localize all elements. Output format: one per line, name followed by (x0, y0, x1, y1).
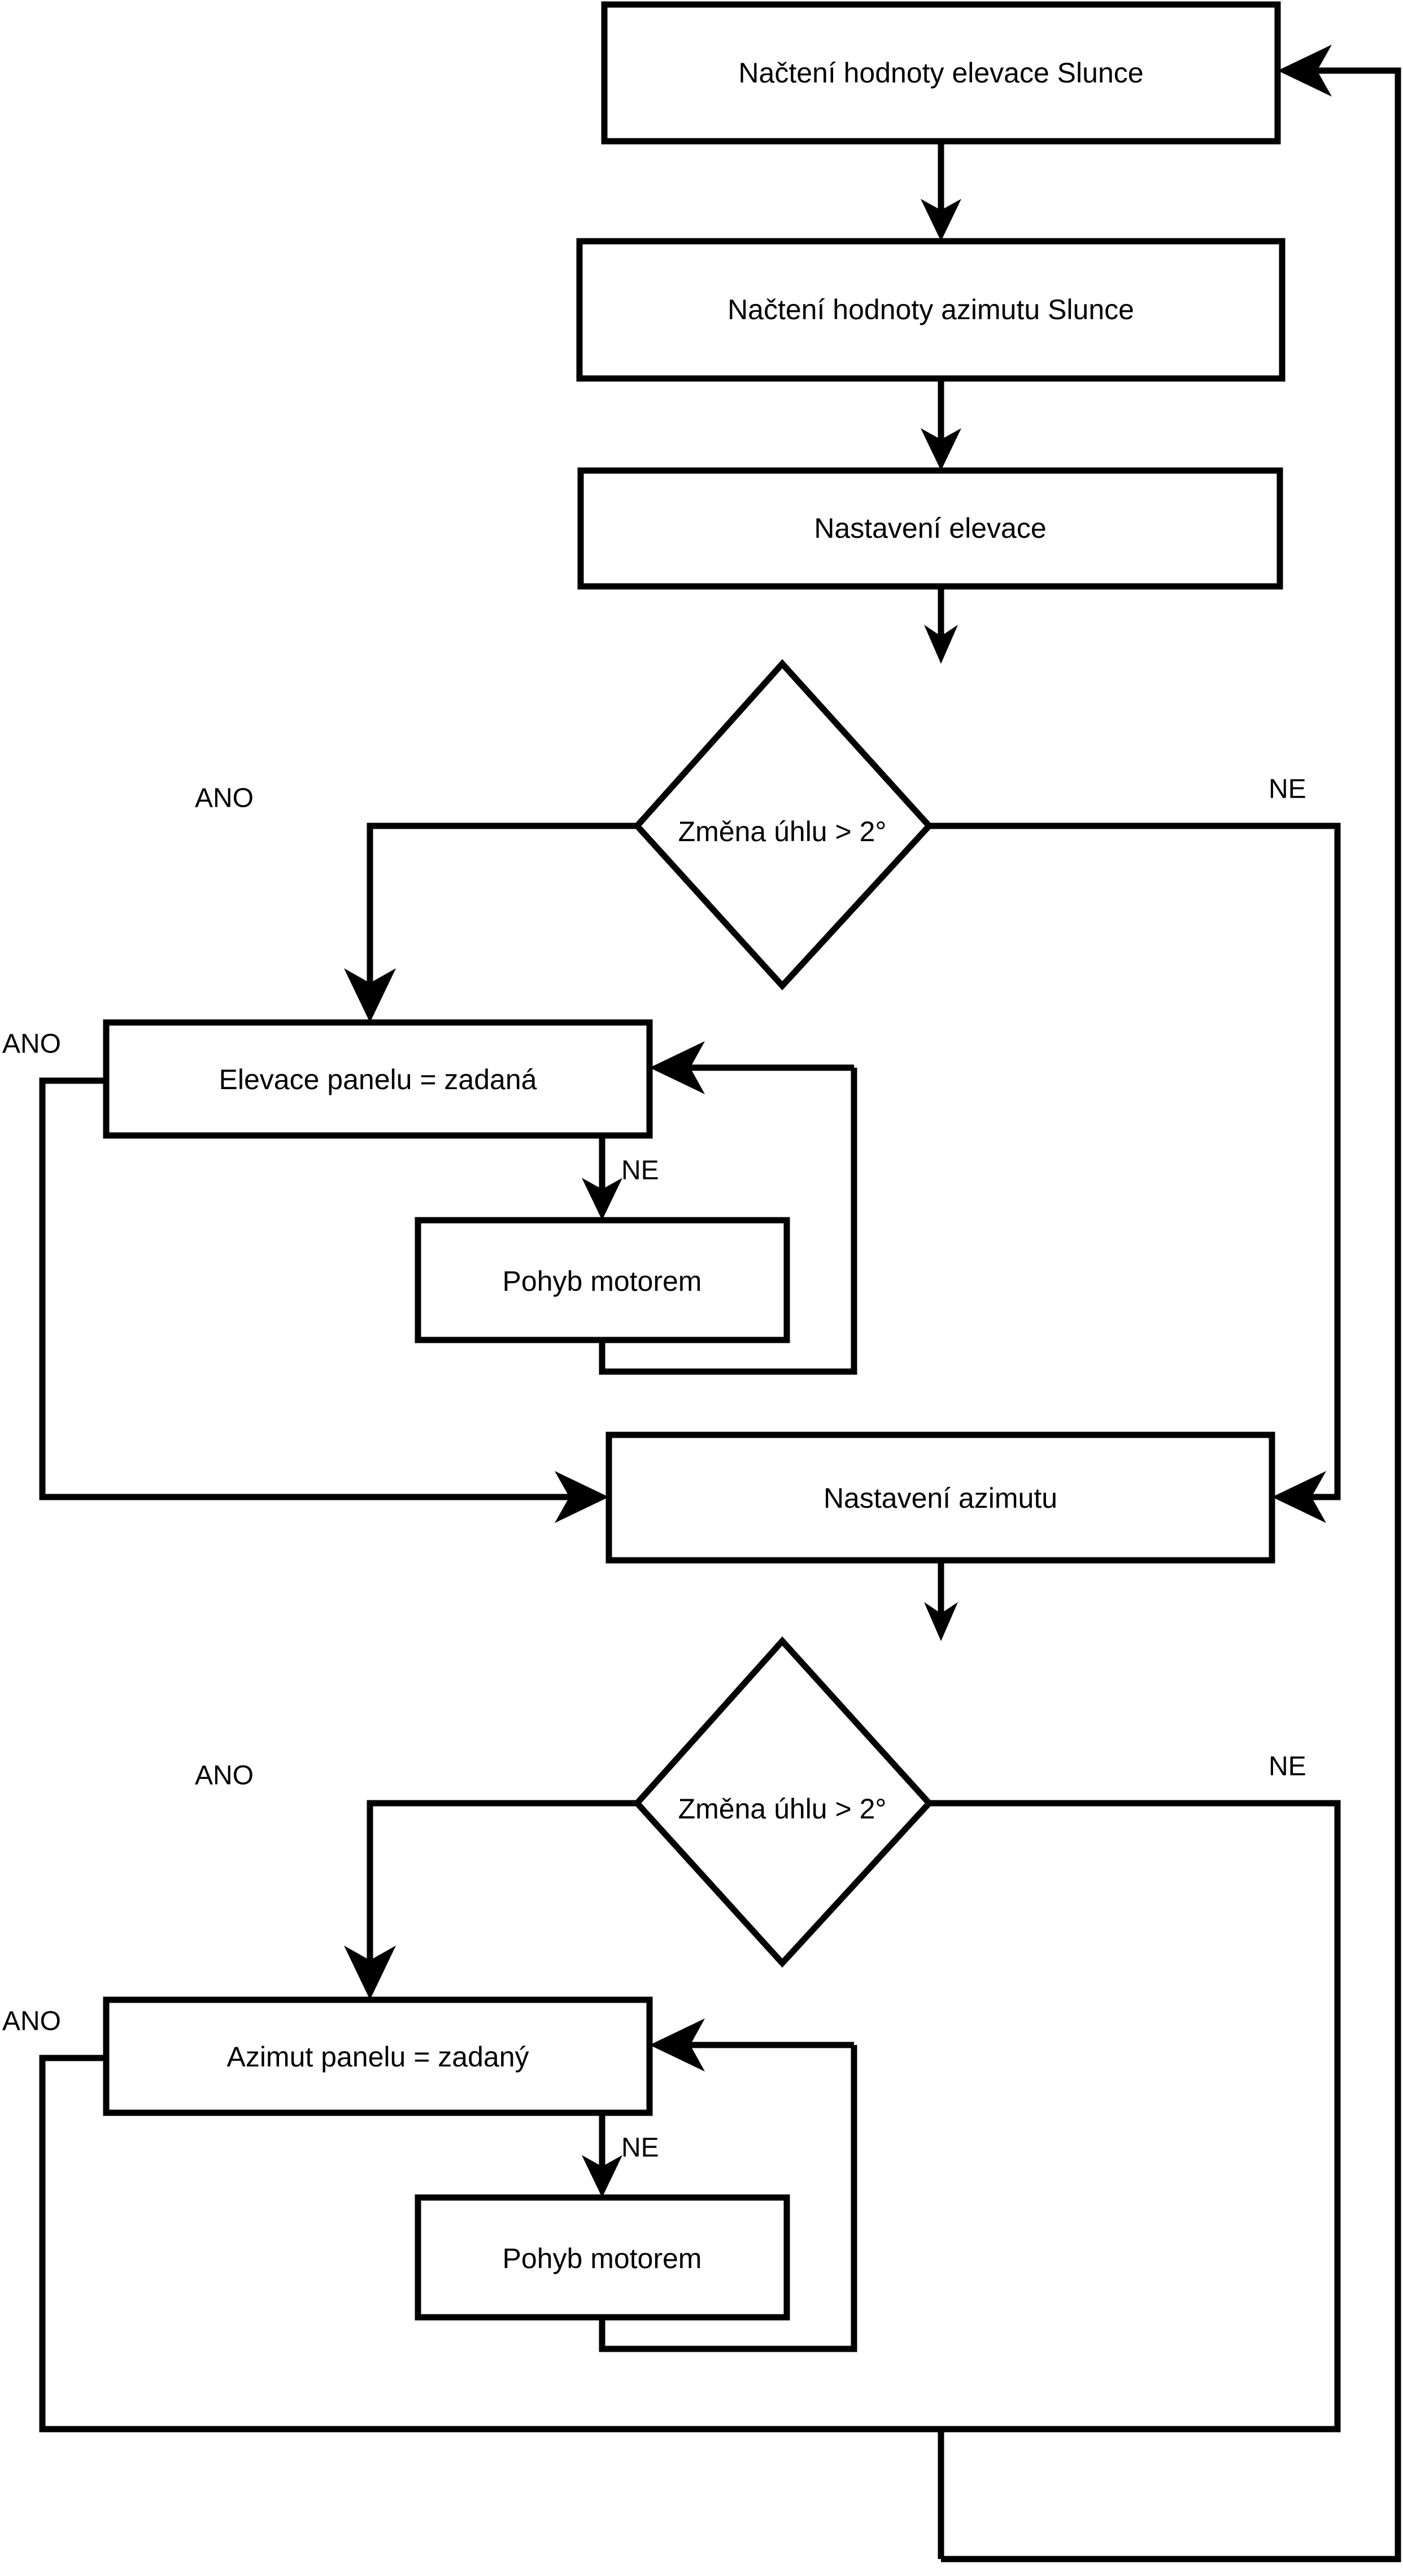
edge-decide-elev-no (929, 823, 1341, 1500)
node-motor-move-1-label: Pohyb motorem (503, 1265, 702, 1297)
node-motor-move-2-label: Pohyb motorem (503, 2243, 702, 2274)
node-decide-elev-label: Změna úhlu > 2° (678, 816, 887, 847)
node-read-elevation-label: Načtení hodnoty elevace Slunce (738, 57, 1143, 89)
arrowhead-motor1-feedback (650, 1041, 705, 1094)
node-panel-azim-set-shape[interactable] (103, 1996, 653, 2116)
node-read-elevation[interactable]: Načtení hodnoty elevace Slunce (601, 1, 1281, 145)
arrowhead-panel-elev-yes (555, 1471, 609, 1523)
node-read-azimuth-label: Načtení hodnoty azimutu Slunce (727, 294, 1134, 325)
node-decide-elev[interactable]: Změna úhlu > 2° (633, 659, 934, 991)
edge-label-decide-elev-yes: ANO (195, 784, 254, 813)
node-set-azimuth-shape[interactable] (605, 1431, 1275, 1564)
edge-bottom-return-to-start (941, 67, 1401, 2562)
edge-panel-elev-yes (39, 1077, 576, 1500)
edge-decide-elev-yes (367, 823, 637, 994)
edge-label-panel-azim-yes: ANO (2, 2007, 61, 2037)
edge-label-decide-elev-no: NE (1269, 774, 1306, 804)
node-set-azimuth[interactable]: Nastavení azimutu (605, 1431, 1275, 1564)
node-set-elevation-shape[interactable] (577, 467, 1283, 590)
node-motor-move-2-shape[interactable] (415, 2194, 790, 2321)
node-decide-elev-shape[interactable] (633, 659, 934, 991)
node-read-azimuth[interactable]: Načtení hodnoty azimutu Slunce (576, 238, 1286, 382)
node-set-elevation-label: Nastavení elevace (814, 512, 1046, 544)
node-decide-azim[interactable]: Změna úhlu > 2° (633, 1636, 934, 1968)
arrowhead-to-set-elevation (921, 428, 961, 471)
arrowhead-to-decide-elev (924, 625, 958, 664)
edge-label-decide-azim-yes: ANO (195, 1761, 254, 1791)
edge-label-decide-azim-no: NE (1269, 1752, 1306, 1782)
node-panel-elev-set-shape[interactable] (103, 1019, 653, 1139)
edge-motor1-feedback (599, 1068, 857, 1375)
node-decide-azim-shape[interactable] (633, 1636, 934, 1968)
edge-decide-azim-no (929, 1800, 1341, 2559)
node-set-azimuth-label: Nastavení azimutu (823, 1482, 1057, 1514)
edge-label-panel-azim-no: NE (621, 2133, 659, 2163)
arrowhead-return-to-start (1278, 45, 1332, 97)
arrowhead-panel-azim-no (582, 2155, 622, 2198)
edge-decide-azim-yes (367, 1800, 637, 1972)
edge-label-panel-elev-no: NE (621, 1156, 659, 1186)
arrowhead-to-decide-azim (924, 1602, 958, 1641)
node-panel-elev-set[interactable]: Elevace panelu = zadaná (103, 1019, 653, 1139)
node-decide-azim-label: Změna úhlu > 2° (678, 1793, 887, 1825)
node-panel-elev-set-label: Elevace panelu = zadaná (219, 1064, 537, 1095)
arrowhead-to-read-azimuth (921, 199, 961, 241)
arrowhead-decide-azim-yes (344, 1946, 396, 2000)
edge-motor2-feedback (599, 2045, 857, 2352)
node-read-elevation-shape[interactable] (601, 1, 1281, 145)
arrowhead-decide-elev-yes (344, 968, 396, 1022)
node-set-elevation[interactable]: Nastavení elevace (577, 467, 1283, 590)
node-read-azimuth-shape[interactable] (576, 238, 1286, 382)
arrowhead-panel-elev-no (582, 1178, 622, 1220)
arrowhead-decide-elev-no (1272, 1471, 1326, 1523)
node-motor-move-2[interactable]: Pohyb motorem (415, 2194, 790, 2321)
node-motor-move-1-shape[interactable] (415, 1217, 790, 1343)
node-panel-azim-set[interactable]: Azimut panelu = zadaný (103, 1996, 653, 2116)
edge-panel-azim-yes (39, 2055, 941, 2433)
node-motor-move-1[interactable]: Pohyb motorem (415, 1217, 790, 1343)
arrowhead-motor2-feedback (650, 2018, 705, 2072)
edge-label-panel-elev-yes: ANO (2, 1029, 61, 1059)
node-panel-azim-set-label: Azimut panelu = zadaný (226, 2041, 529, 2073)
